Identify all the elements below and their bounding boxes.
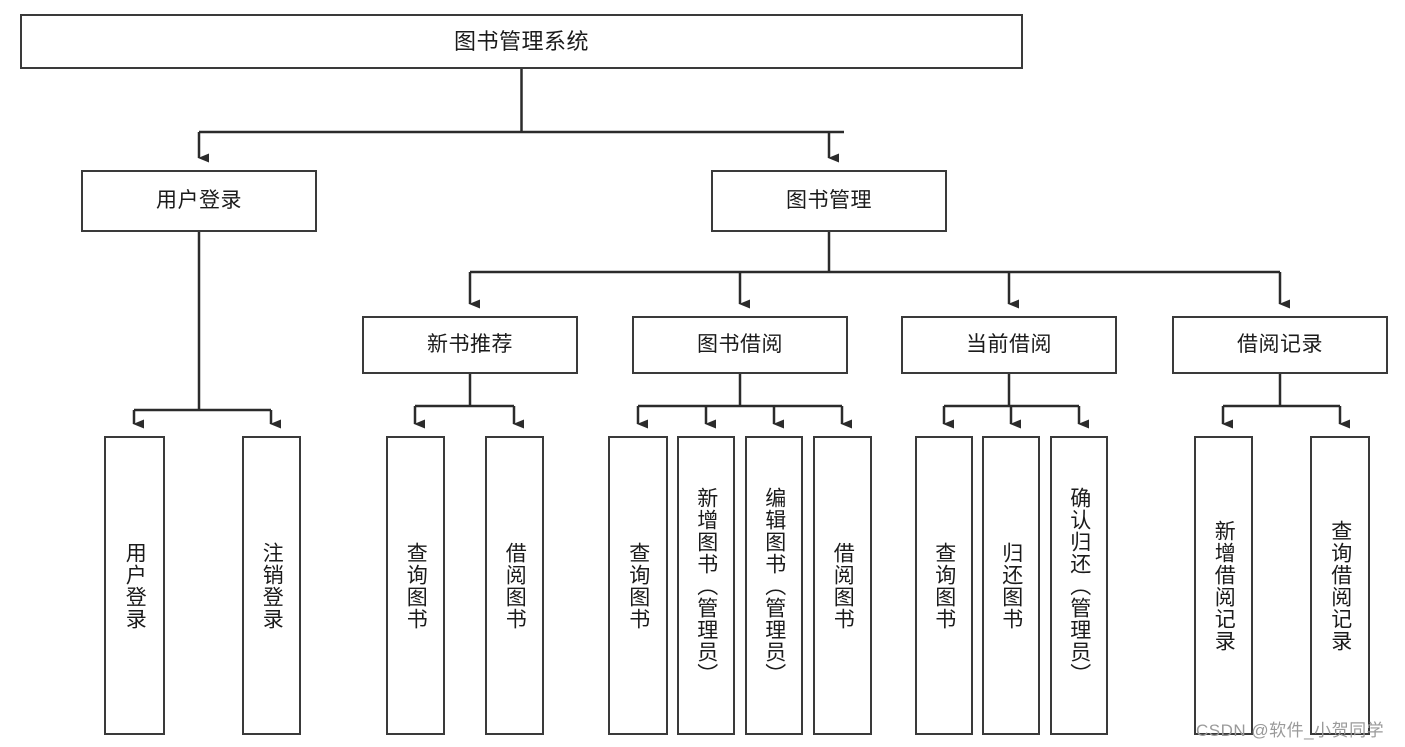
leaf-node[interactable]: 查询图书 (915, 436, 973, 735)
leaf-node[interactable]: 查询图书 (608, 436, 668, 735)
leaf-node[interactable]: 新增图书（管理员） (677, 436, 735, 735)
node-label: 用户登录 (123, 541, 147, 630)
leaf-node[interactable]: 注销登录 (242, 436, 301, 735)
node-label: 当前借阅 (966, 332, 1052, 356)
node-label: 借阅图书 (503, 541, 527, 630)
node-label: 借阅记录 (1237, 332, 1323, 356)
node-label: 用户登录 (156, 188, 242, 212)
node-label: 查询借阅记录 (1328, 519, 1352, 652)
leaf-node[interactable]: 借阅图书 (813, 436, 872, 735)
leaf-node[interactable]: 借阅图书 (485, 436, 544, 735)
node-label: 查询图书 (626, 541, 650, 630)
node-current-borrow[interactable]: 当前借阅 (901, 316, 1117, 374)
node-label: 新增借阅记录 (1212, 519, 1236, 652)
node-user-login[interactable]: 用户登录 (81, 170, 317, 232)
leaf-node[interactable]: 归还图书 (982, 436, 1040, 735)
node-label: 新增图书（管理员） (694, 486, 718, 685)
leaf-node[interactable]: 新增借阅记录 (1194, 436, 1253, 735)
node-label: 图书管理系统 (453, 28, 589, 54)
leaf-node[interactable]: 确认归还（管理员） (1050, 436, 1108, 735)
node-book-borrow[interactable]: 图书借阅 (632, 316, 848, 374)
node-label: 确认归还（管理员） (1067, 486, 1091, 685)
node-label: 查询图书 (932, 541, 956, 630)
leaf-node[interactable]: 查询图书 (386, 436, 445, 735)
node-label: 借阅图书 (831, 541, 855, 630)
node-label: 新书推荐 (427, 332, 513, 356)
node-label: 图书借阅 (697, 332, 783, 356)
node-label: 归还图书 (999, 541, 1023, 630)
node-label: 图书管理 (786, 188, 872, 212)
node-label: 编辑图书（管理员） (762, 486, 786, 685)
node-root-system[interactable]: 图书管理系统 (20, 14, 1023, 69)
node-book-management[interactable]: 图书管理 (711, 170, 947, 232)
node-new-book-recommendation[interactable]: 新书推荐 (362, 316, 578, 374)
leaf-node[interactable]: 用户登录 (104, 436, 165, 735)
leaf-node[interactable]: 编辑图书（管理员） (745, 436, 803, 735)
node-label: 查询图书 (404, 541, 428, 630)
node-label: 注销登录 (260, 541, 284, 630)
leaf-node[interactable]: 查询借阅记录 (1310, 436, 1370, 735)
node-borrow-record[interactable]: 借阅记录 (1172, 316, 1388, 374)
csdn-watermark: CSDN @软件_小贺同学 (1196, 721, 1385, 740)
